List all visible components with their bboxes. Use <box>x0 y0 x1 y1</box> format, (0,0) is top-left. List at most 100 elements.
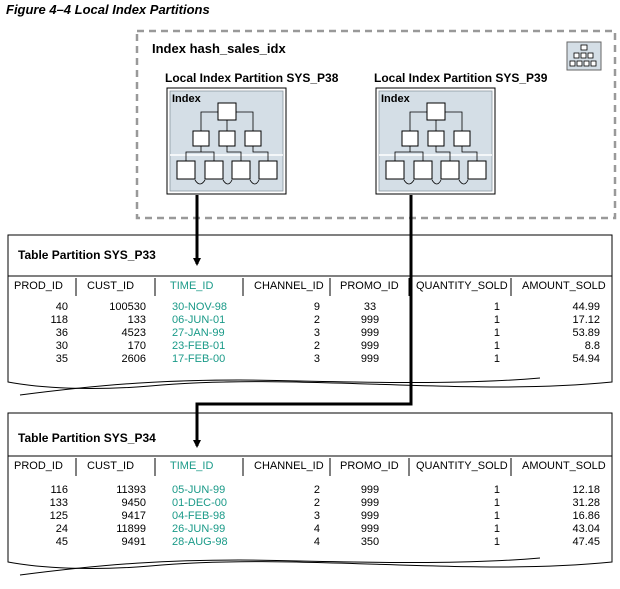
column-header-cust-id: CUST_ID <box>87 460 135 472</box>
table-row: 125 9417 04-FEB-98 3 999 1 16.86 <box>0 510 620 523</box>
cell-time-id: 30-NOV-98 <box>172 301 228 313</box>
cell-channel-id: 4 <box>313 523 320 535</box>
index-tree-icon <box>566 41 602 71</box>
table-row: 133 9450 01-DEC-00 2 999 1 31.28 <box>0 497 620 510</box>
cell-cust-id: 100530 <box>109 301 146 313</box>
cell-amount-sold: 47.45 <box>572 536 600 548</box>
cell-cust-id: 11393 <box>116 484 146 496</box>
cell-quantity-sold: 1 <box>493 301 500 313</box>
cell-quantity-sold: 1 <box>493 523 500 535</box>
cell-promo-id: 999 <box>360 327 380 339</box>
cell-quantity-sold: 1 <box>493 510 500 522</box>
cell-time-id: 26-JUN-99 <box>172 523 226 535</box>
cell-amount-sold: 44.99 <box>572 301 600 313</box>
table-partition-1-shape <box>7 234 613 390</box>
table-row: 118 133 06-JUN-01 2 999 1 17.12 <box>0 314 620 327</box>
cell-prod-id: 45 <box>55 536 68 548</box>
cell-amount-sold: 31.28 <box>572 497 600 509</box>
cell-amount-sold: 54.94 <box>572 353 600 365</box>
cell-quantity-sold: 1 <box>493 497 500 509</box>
table-1-column-dividers <box>75 278 512 296</box>
column-header-quantity-sold: QUANTITY_SOLD <box>416 460 508 472</box>
column-header-amount-sold: AMOUNT_SOLD <box>522 280 606 292</box>
index-container-border <box>135 29 617 220</box>
cell-channel-id: 9 <box>313 301 320 313</box>
index-partition-label-1: Local Index Partition SYS_P38 <box>165 71 339 85</box>
cell-quantity-sold: 1 <box>493 536 500 548</box>
table-2-column-dividers <box>75 458 512 476</box>
cell-promo-id: 33 <box>363 301 377 313</box>
table-row: 35 2606 17-FEB-00 3 999 1 54.94 <box>0 353 620 366</box>
cell-time-id: 28-AUG-98 <box>172 536 228 548</box>
cell-promo-id: 999 <box>360 497 380 509</box>
cell-promo-id: 350 <box>360 536 380 548</box>
cell-prod-id: 118 <box>50 314 68 326</box>
index-partition-2-inner-label: Index <box>381 93 410 105</box>
cell-quantity-sold: 1 <box>493 327 500 339</box>
cell-amount-sold: 16.86 <box>572 510 600 522</box>
index-partition-label-2: Local Index Partition SYS_P39 <box>374 71 548 85</box>
cell-quantity-sold: 1 <box>493 340 500 352</box>
column-header-quantity-sold: QUANTITY_SOLD <box>416 280 508 292</box>
table-partition-title-2: Table Partition SYS_P34 <box>18 431 156 445</box>
cell-promo-id: 999 <box>360 523 380 535</box>
column-header-amount-sold: AMOUNT_SOLD <box>522 460 606 472</box>
cell-time-id: 23-FEB-01 <box>172 340 226 352</box>
cell-cust-id: 4523 <box>121 327 146 339</box>
cell-promo-id: 999 <box>360 340 380 352</box>
cell-prod-id: 116 <box>50 484 68 496</box>
cell-channel-id: 2 <box>313 497 320 509</box>
index-partition-sys-p38-graphic <box>166 87 287 195</box>
column-header-channel-id: CHANNEL_ID <box>254 460 324 472</box>
arrow-p39-to-p34 <box>193 195 413 448</box>
cell-channel-id: 3 <box>313 353 320 365</box>
cell-time-id: 17-FEB-00 <box>172 353 226 365</box>
cell-amount-sold: 8.8 <box>584 340 600 352</box>
cell-quantity-sold: 1 <box>493 353 500 365</box>
figure-caption: Figure 4–4 Local Index Partitions <box>6 2 210 17</box>
table-row: 36 4523 27-JAN-99 3 999 1 53.89 <box>0 327 620 340</box>
cell-promo-id: 999 <box>360 353 380 365</box>
cell-cust-id: 9450 <box>121 497 146 509</box>
cell-prod-id: 36 <box>55 327 68 339</box>
cell-time-id: 05-JUN-99 <box>172 484 226 496</box>
cell-cust-id: 2606 <box>121 353 146 365</box>
cell-prod-id: 24 <box>55 523 68 535</box>
cell-time-id: 04-FEB-98 <box>172 510 226 522</box>
cell-prod-id: 40 <box>55 301 68 313</box>
cell-time-id: 06-JUN-01 <box>172 314 226 326</box>
table-row: 30 170 23-FEB-01 2 999 1 8.8 <box>0 340 620 353</box>
cell-amount-sold: 17.12 <box>572 314 600 326</box>
cell-amount-sold: 12.18 <box>572 484 600 496</box>
column-header-time-id: TIME_ID <box>170 280 214 292</box>
cell-time-id: 27-JAN-99 <box>172 327 225 339</box>
cell-prod-id: 35 <box>55 353 68 365</box>
table-partition-2-shape <box>7 412 613 570</box>
cell-channel-id: 2 <box>313 314 320 326</box>
cell-cust-id: 170 <box>127 340 146 352</box>
table-row: 40 100530 30-NOV-98 9 33 1 44.99 <box>0 301 620 314</box>
table-row: 116 11393 05-JUN-99 2 999 1 12.18 <box>0 484 620 497</box>
column-header-cust-id: CUST_ID <box>87 280 135 292</box>
cell-cust-id: 9417 <box>121 510 146 522</box>
cell-channel-id: 3 <box>313 327 320 339</box>
column-header-prod-id: PROD_ID <box>14 460 63 472</box>
column-header-promo-id: PROMO_ID <box>340 460 399 472</box>
cell-time-id: 01-DEC-00 <box>172 497 228 509</box>
cell-channel-id: 4 <box>313 536 320 548</box>
cell-prod-id: 30 <box>55 340 68 352</box>
cell-channel-id: 2 <box>313 340 320 352</box>
cell-amount-sold: 43.04 <box>572 523 600 535</box>
cell-channel-id: 3 <box>313 510 320 522</box>
table-row: 24 11899 26-JUN-99 4 999 1 43.04 <box>0 523 620 536</box>
cell-promo-id: 999 <box>360 484 380 496</box>
table-row: 45 9491 28-AUG-98 4 350 1 47.45 <box>0 536 620 549</box>
cell-promo-id: 999 <box>360 314 380 326</box>
index-partition-sys-p39-graphic <box>375 87 496 195</box>
cell-amount-sold: 53.89 <box>572 327 600 339</box>
cell-cust-id: 133 <box>127 314 146 326</box>
column-header-time-id: TIME_ID <box>170 460 214 472</box>
cell-prod-id: 125 <box>49 510 68 522</box>
